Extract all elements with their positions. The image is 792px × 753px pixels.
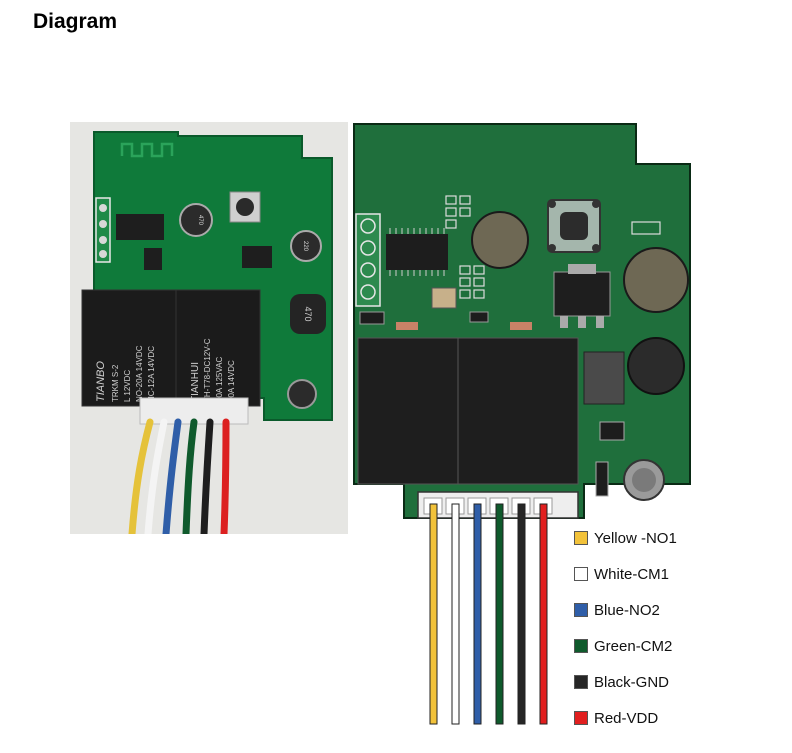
legend-item-yellow: Yellow -NO1 — [574, 528, 677, 548]
svg-text:20A 14VDC: 20A 14VDC — [227, 360, 236, 402]
legend-label: Blue-NO2 — [594, 601, 660, 619]
swatch-yellow — [574, 531, 588, 545]
svg-text:TH-T78-DC12V-C: TH-T78-DC12V-C — [203, 338, 212, 402]
legend-item-blue: Blue-NO2 — [574, 600, 660, 620]
legend-item-white: White-CM1 — [574, 564, 669, 584]
cap-470-text: 470 — [197, 215, 203, 226]
schematic-ic — [386, 234, 448, 270]
wire-blue — [473, 503, 482, 725]
swatch-black — [574, 675, 588, 689]
legend-label: Green-CM2 — [594, 637, 673, 655]
capacitor-small — [287, 379, 317, 409]
capacitor-round — [627, 337, 685, 395]
legend-label: Red-VDD — [594, 709, 659, 727]
inductor — [583, 351, 625, 405]
schematic-wires — [429, 503, 548, 725]
module-photo: 470 220 470 TIANBO TRKM S-2 L 12VDC NO-2… — [70, 122, 348, 534]
svg-text:NC-12A 14VDC: NC-12A 14VDC — [147, 346, 156, 402]
legend-label: Yellow -NO1 — [594, 529, 677, 547]
wire-white — [451, 503, 460, 725]
inductor — [290, 294, 326, 334]
capacitor-470 — [179, 203, 213, 237]
svg-text:470: 470 — [303, 306, 313, 321]
antenna-trace — [120, 142, 174, 158]
capacitor-top — [471, 211, 529, 269]
swatch-blue — [574, 603, 588, 617]
wire-yellow — [429, 503, 438, 725]
capacitor-220 — [290, 230, 322, 262]
relay-left — [81, 289, 183, 407]
swatch-red — [574, 711, 588, 725]
svg-text:20A 125VAC: 20A 125VAC — [215, 357, 224, 402]
relay-1 — [357, 337, 459, 485]
swatch-white — [574, 567, 588, 581]
cap-220-text: 220 — [302, 241, 308, 252]
wire-green — [495, 503, 504, 725]
regulator — [242, 246, 272, 268]
diode — [595, 461, 609, 497]
capacitor-right — [623, 247, 689, 313]
photo-wires — [128, 418, 230, 534]
svg-text:TRKM S-2: TRKM S-2 — [111, 364, 120, 402]
module-schematic — [353, 123, 691, 725]
svg-text:L 12VDC: L 12VDC — [123, 370, 132, 402]
svg-text:TIANBO: TIANBO — [95, 361, 107, 402]
svg-text:NO-20A 14VDC: NO-20A 14VDC — [135, 345, 144, 402]
relay-right — [175, 289, 261, 407]
relay-2 — [457, 337, 579, 485]
legend-item-red: Red-VDD — [574, 708, 658, 728]
wire-black — [517, 503, 526, 725]
svg-text:TIANHUI: TIANHUI — [190, 362, 201, 402]
legend-item-green: Green-CM2 — [574, 636, 672, 656]
ic-chip — [116, 214, 164, 240]
page-title: Diagram — [33, 10, 118, 33]
wire-red — [539, 503, 548, 725]
legend-label: Black-GND — [594, 673, 670, 691]
regulator — [553, 271, 611, 317]
swatch-green — [574, 639, 588, 653]
crystal — [431, 287, 457, 309]
legend-label: White-CM1 — [594, 565, 670, 583]
pin-header — [95, 197, 111, 263]
legend-item-black: Black-GND — [574, 672, 669, 692]
